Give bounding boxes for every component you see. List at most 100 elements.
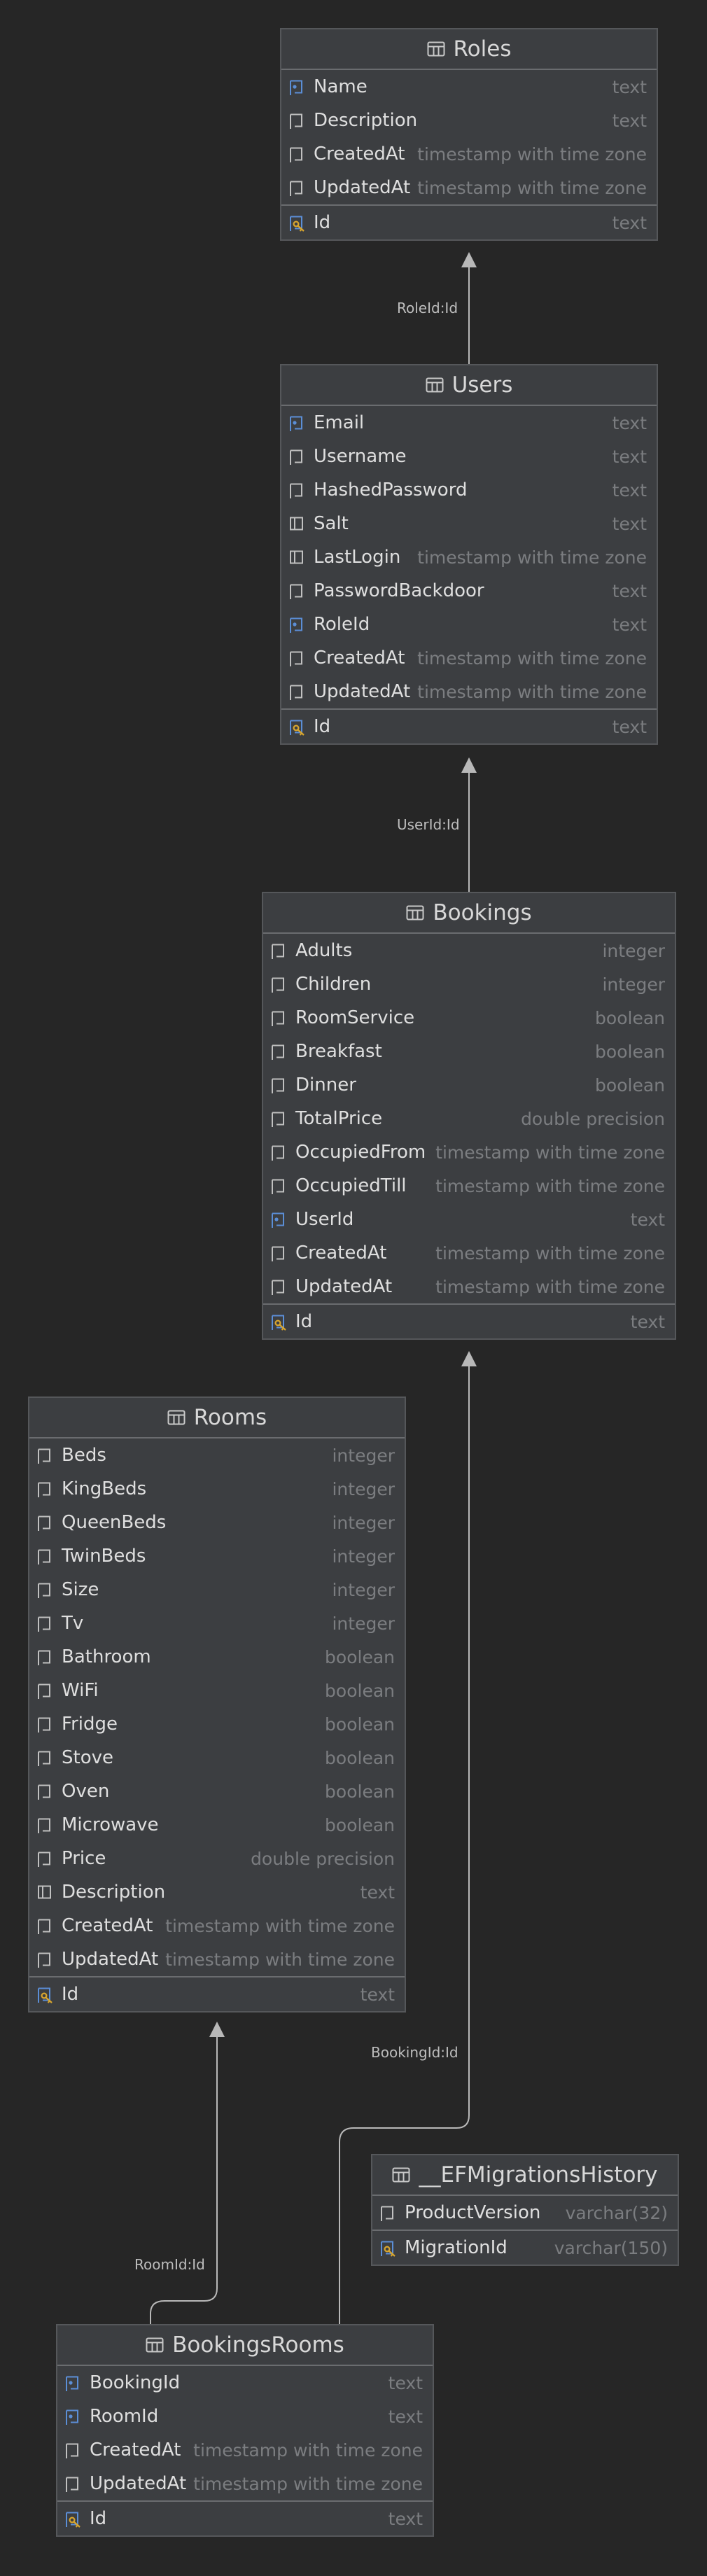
column-name: QueenBeds [62,1512,167,1533]
column-icon [287,648,307,668]
table-title: BookingsRooms [172,2332,344,2358]
column-name: Children [295,974,372,995]
arrowhead-roles [461,252,477,267]
column-row[interactable]: Email text [281,406,657,440]
column-type: text [612,76,647,97]
column-name: Id [314,212,331,233]
column-row[interactable]: Name text [281,70,657,104]
foreign-key-column-icon [269,1210,288,1229]
column-icon [35,1479,55,1499]
column-name: Name [314,76,368,97]
nullable-column-icon [287,514,307,533]
primary-key-row[interactable]: Id text [281,204,657,239]
column-name: Bathroom [62,1646,151,1667]
column-type: text [612,412,647,433]
foreign-key-column-icon [63,2407,83,2426]
column-icon [35,1580,55,1600]
column-icon [35,1916,55,1935]
table-icon [427,41,454,57]
column-name: HashedPassword [314,479,468,500]
column-type: boolean [325,1646,395,1667]
column-icon [269,1109,288,1128]
column-type: timestamp with time zone [417,648,647,668]
table-header[interactable]: BookingsRooms [57,2325,433,2366]
column-name: KingBeds [62,1478,147,1499]
table-header[interactable]: Bookings [263,893,675,934]
table-header[interactable]: Rooms [29,1398,405,1438]
column-name: Email [314,412,365,433]
column-icon [35,1513,55,1532]
column-type: text [612,212,647,233]
column-name: Breakfast [295,1041,382,1062]
column-type: text [360,1882,395,1903]
column-name: PasswordBackdoor [314,580,484,601]
column-icon [287,581,307,601]
column-type: boolean [325,1680,395,1701]
column-row[interactable]: Breakfast boolean [263,1035,675,1068]
column-row[interactable]: Bathroom boolean [29,1640,405,1674]
table-header[interactable]: Users [281,365,657,406]
column-type: boolean [595,1041,665,1062]
column-type: varchar(32) [565,2202,668,2223]
table-header[interactable]: __EFMigrationsHistory [372,2155,678,2196]
column-type: integer [602,940,665,961]
column-type: integer [332,1613,395,1634]
relation-label-roleid: RoleId:Id [397,300,458,316]
column-name: LastLogin [314,547,401,568]
table-header[interactable]: Roles [281,29,657,70]
column-type: text [612,513,647,534]
